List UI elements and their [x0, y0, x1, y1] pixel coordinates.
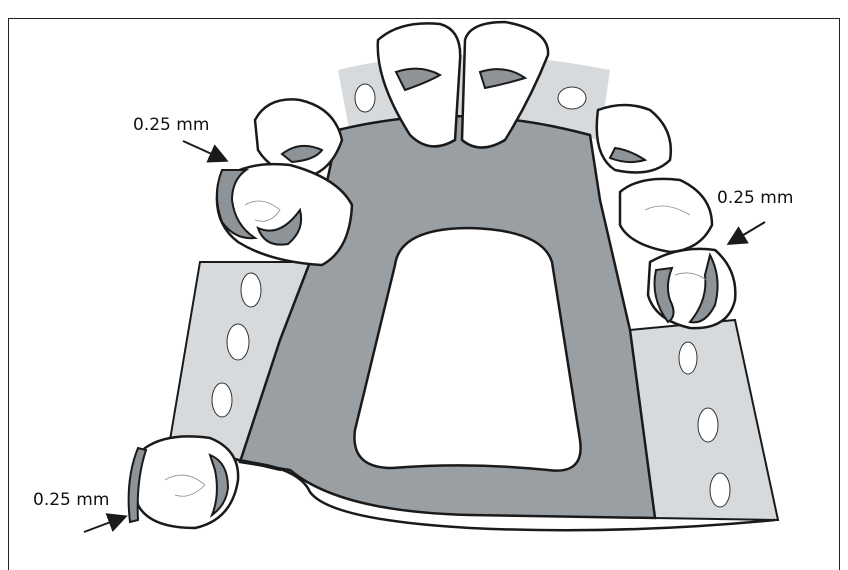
arrow-3: [84, 517, 124, 532]
hole: [212, 383, 232, 417]
hole: [698, 408, 718, 442]
hole: [558, 87, 586, 109]
tooth-premolar-right: [620, 179, 712, 252]
arrow-2: [730, 222, 765, 243]
annotation-label-right: 0.25 mm: [717, 190, 793, 207]
annotation-label-lower-left: 0.25 mm: [33, 492, 109, 509]
hole: [227, 324, 249, 360]
annotation-label-upper-left: 0.25 mm: [133, 117, 209, 134]
hole: [241, 273, 261, 307]
hole: [710, 473, 730, 507]
hole: [355, 84, 375, 112]
hole: [679, 342, 697, 374]
arrow-1: [183, 141, 225, 160]
